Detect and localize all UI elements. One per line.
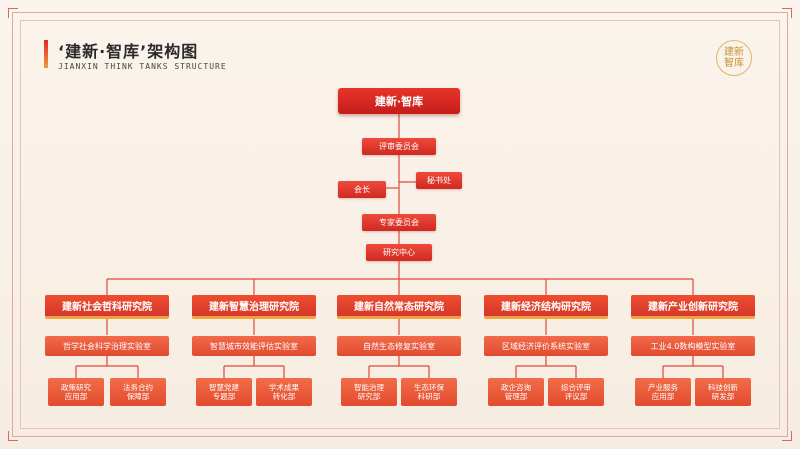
dept-label-line: 综合评审 [561, 383, 591, 392]
node-lab: 区域经济评价系统实验室 [484, 336, 608, 356]
dept-label-line: 应用部 [64, 392, 88, 401]
node-lab: 工业4.0数构模型实验室 [631, 336, 755, 356]
node-dept: 科技创新 研发部 [695, 378, 751, 406]
title-accent-bar [44, 40, 48, 68]
connector-line [368, 356, 430, 378]
node-dept: 法务合约 保障部 [110, 378, 166, 406]
node-institute: 建新社会哲科研究院 [45, 295, 169, 319]
inner-frame [20, 20, 780, 429]
corner-ornament [782, 431, 792, 441]
dept-label-line: 产业服务 [648, 383, 678, 392]
dept-label-line: 科研部 [417, 392, 441, 401]
node-committee: 评审委员会 [362, 138, 436, 155]
node-institute: 建新自然常态研究院 [337, 295, 461, 319]
dept-label-line: 学术成果 [269, 383, 299, 392]
dept-label-line: 应用部 [651, 392, 675, 401]
logo-seal: 建新 智库 [716, 40, 752, 76]
corner-ornament [8, 8, 18, 18]
node-experts: 专家委员会 [362, 214, 436, 231]
node-root: 建新·智库 [338, 88, 460, 114]
corner-ornament [8, 431, 18, 441]
dept-label-line: 管理部 [504, 392, 528, 401]
page-subtitle: JIANXIN THINK TANKS STRUCTURE [58, 62, 227, 71]
node-secretariat: 秘书处 [416, 172, 462, 189]
dept-label-line: 法务合约 [123, 383, 153, 392]
outer-frame [12, 12, 788, 437]
dept-label-line: 评议部 [564, 392, 588, 401]
node-institute: 建新经济结构研究院 [484, 295, 608, 319]
dept-label-line: 智慧党建 [209, 383, 239, 392]
corner-ornament [782, 8, 792, 18]
connector-line [75, 356, 139, 378]
node-president: 会长 [338, 181, 386, 198]
logo-text-line1: 建新 [724, 47, 744, 58]
dept-label-line: 转化部 [272, 392, 296, 401]
node-dept: 学术成果 转化部 [256, 378, 312, 406]
dept-label-line: 保障部 [126, 392, 150, 401]
connector-line [515, 356, 577, 378]
node-institute: 建新产业创新研究院 [631, 295, 755, 319]
node-dept: 政企咨询 管理部 [488, 378, 544, 406]
dept-label-line: 政企咨询 [501, 383, 531, 392]
node-research-center: 研究中心 [366, 244, 432, 261]
logo-text-line2: 智库 [724, 58, 744, 69]
connector-line [662, 356, 724, 378]
node-lab: 自然生态修复实验室 [337, 336, 461, 356]
dept-label-line: 生态环保 [414, 383, 444, 392]
connector-line [223, 356, 285, 378]
node-dept: 生态环保 科研部 [401, 378, 457, 406]
node-dept: 政策研究 应用部 [48, 378, 104, 406]
dept-label-line: 政策研究 [61, 383, 91, 392]
dept-label-line: 科技创新 [708, 383, 738, 392]
node-lab: 哲学社会科学治理实验室 [45, 336, 169, 356]
node-dept: 综合评审 评议部 [548, 378, 604, 406]
dept-label-line: 专题部 [212, 392, 236, 401]
node-dept: 智能治理 研究部 [341, 378, 397, 406]
page-title: ‘建新·智库’架构图 [58, 42, 199, 61]
dept-label-line: 研发部 [711, 392, 735, 401]
node-lab: 智慧城市效能评估实验室 [192, 336, 316, 356]
dept-label-line: 研究部 [357, 392, 381, 401]
node-dept: 智慧党建 专题部 [196, 378, 252, 406]
node-institute: 建新智慧治理研究院 [192, 295, 316, 319]
dept-label-line: 智能治理 [354, 383, 384, 392]
node-dept: 产业服务 应用部 [635, 378, 691, 406]
